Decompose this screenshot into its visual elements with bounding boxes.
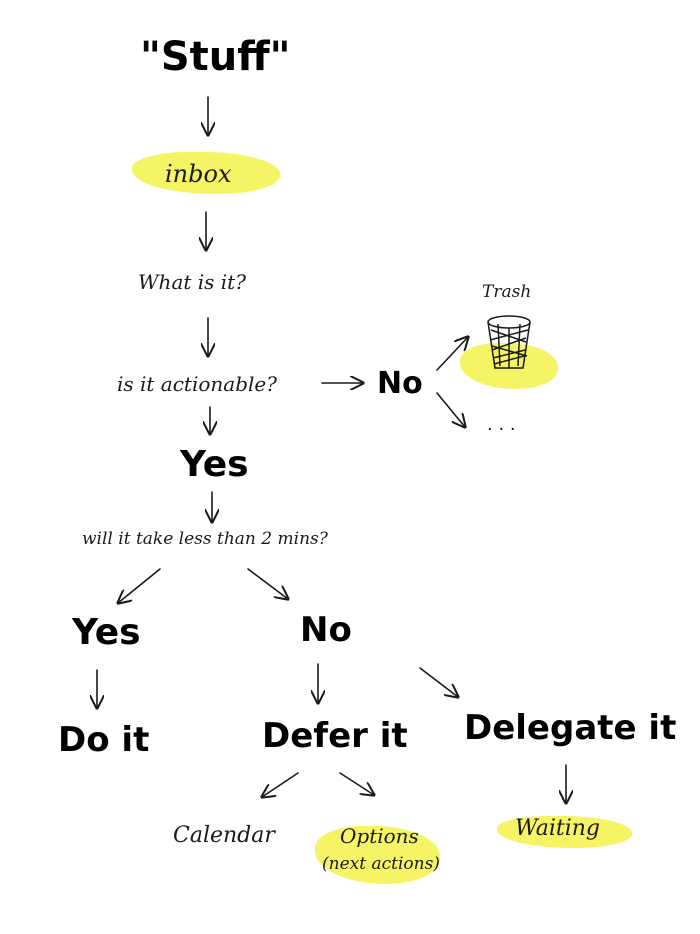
- node-what-is-it: What is it?: [138, 270, 246, 294]
- node-yes-actionable: Yes: [180, 444, 249, 485]
- trash-bin-icon: [487, 315, 531, 369]
- node-is-it-actionable: is it actionable?: [117, 372, 277, 396]
- node-ellipsis: . . .: [487, 414, 516, 435]
- node-defer-it: Defer it: [262, 716, 408, 756]
- arrow-no-ellipsis: [436, 392, 465, 427]
- arrow-deferit-options: [339, 772, 374, 795]
- label-trash: Trash: [482, 282, 532, 302]
- arrow-no-delegateit: [419, 667, 458, 697]
- waiting-highlight: [497, 816, 632, 848]
- arrow-no-trash: [436, 337, 468, 371]
- arrow-deferit-calendar: [262, 772, 299, 797]
- node-no-actionable: No: [377, 366, 423, 401]
- inbox-highlight: [132, 152, 280, 194]
- node-waiting: Waiting: [515, 816, 600, 841]
- node-delegate-it: Delegate it: [464, 708, 677, 748]
- node-yes-two-mins: Yes: [72, 612, 141, 653]
- node-do-it: Do it: [58, 720, 150, 760]
- node-stuff: "Stuff": [140, 34, 291, 80]
- arrow-twomins-no: [247, 568, 288, 599]
- node-options: Options: [340, 824, 419, 848]
- node-no-two-mins: No: [300, 610, 352, 650]
- node-next-actions: (next actions): [322, 854, 440, 874]
- options-highlight: [315, 826, 440, 884]
- node-calendar: Calendar: [173, 823, 275, 848]
- node-two-mins: will it take less than 2 mins?: [82, 529, 328, 549]
- node-inbox: inbox: [165, 160, 232, 188]
- arrow-twomins-yes: [118, 568, 161, 603]
